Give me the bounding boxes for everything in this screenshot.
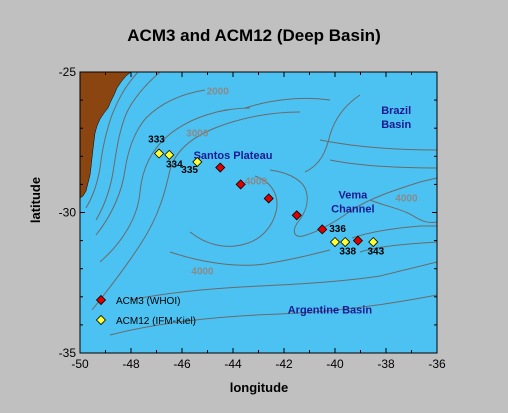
contour-line <box>244 97 331 109</box>
contour-line <box>169 249 331 266</box>
region-label: Vema <box>338 189 368 201</box>
contour-line <box>269 169 438 237</box>
contour-line <box>85 71 139 209</box>
contour-depth-label: 4000 <box>395 193 418 204</box>
acm12-mooring-marker <box>192 156 203 167</box>
map-title: ACM3 and ACM12 (Deep Basin) <box>127 26 381 45</box>
region-label: Brazil <box>381 105 411 117</box>
contour-labels: 2000 3000 4000 4000 4000 <box>186 86 418 277</box>
mooring-markers <box>153 148 379 248</box>
station-number-label: 338 <box>339 247 356 258</box>
contour-line <box>91 111 301 311</box>
acm12-mooring-marker <box>153 148 165 159</box>
acm3-mooring-marker <box>317 224 328 235</box>
legend-acm3-marker <box>95 294 107 306</box>
region-label: Argentine Basin <box>288 305 373 317</box>
acm3-mooring-marker <box>235 179 246 190</box>
x-tick-label: -50 <box>71 357 89 371</box>
region-label: Channel <box>331 204 374 216</box>
contour-line <box>319 139 438 151</box>
contour-line <box>109 294 438 336</box>
y-tick-label: -25 <box>59 65 77 79</box>
x-tick-label: -42 <box>275 357 293 371</box>
acm3-mooring-marker <box>215 162 226 173</box>
legend-acm12-marker <box>95 314 107 326</box>
contour-line <box>95 71 161 221</box>
legend-acm12-label: ACM12 (IFM-Kiel) <box>116 316 196 327</box>
contour-line <box>369 199 438 223</box>
contour-line <box>189 175 278 247</box>
bathymetry-contours <box>85 71 438 336</box>
acm3-mooring-marker <box>291 210 302 221</box>
acm12-mooring-marker <box>340 236 351 248</box>
acm3-mooring-marker <box>352 235 364 246</box>
station-number-label: 336 <box>329 224 346 235</box>
acm12-mooring-marker <box>164 149 175 160</box>
x-axis-label: longitude <box>229 380 289 395</box>
contour-line <box>95 89 206 236</box>
contour-line <box>129 261 438 301</box>
contour-line <box>359 241 438 253</box>
acm3-mooring-marker <box>263 193 274 204</box>
contour-depth-label: 3000 <box>186 129 209 140</box>
legend: ACM3 (WHOI) ACM12 (IFM-Kiel) <box>95 294 196 327</box>
acm12-mooring-marker <box>329 236 341 248</box>
x-tick-label: -46 <box>173 357 191 371</box>
y-tick-label: -30 <box>59 206 77 220</box>
land-coastline <box>79 71 132 199</box>
y-tick-label: -35 <box>59 346 77 360</box>
axis-ticks: -50 -48 -46 -44 -42 -40 -38 -36 -25 -30 -35 <box>59 65 446 371</box>
x-tick-label: -48 <box>122 357 140 371</box>
station-number-label: 343 <box>367 247 384 258</box>
ocean-background <box>80 72 437 353</box>
legend-acm3-label: ACM3 (WHOI) <box>116 296 180 307</box>
x-tick-label: -38 <box>377 357 395 371</box>
region-label: Santos Plateau <box>194 150 273 162</box>
contour-line <box>99 107 251 263</box>
contour-line <box>329 159 438 169</box>
x-tick-label: -44 <box>224 357 242 371</box>
acm12-mooring-marker <box>368 236 379 248</box>
contour-depth-label: 4000 <box>245 176 268 187</box>
contour-depth-label: 4000 <box>191 266 214 277</box>
station-number-label: 333 <box>148 134 165 145</box>
contour-depth-label: 2000 <box>207 86 230 97</box>
contour-line <box>304 94 361 173</box>
station-number-label: 334 <box>166 160 183 171</box>
x-tick-label: -40 <box>326 357 344 371</box>
station-number-label: 335 <box>181 165 198 176</box>
x-tick-label: -36 <box>428 357 446 371</box>
region-label: Basin <box>381 119 411 131</box>
